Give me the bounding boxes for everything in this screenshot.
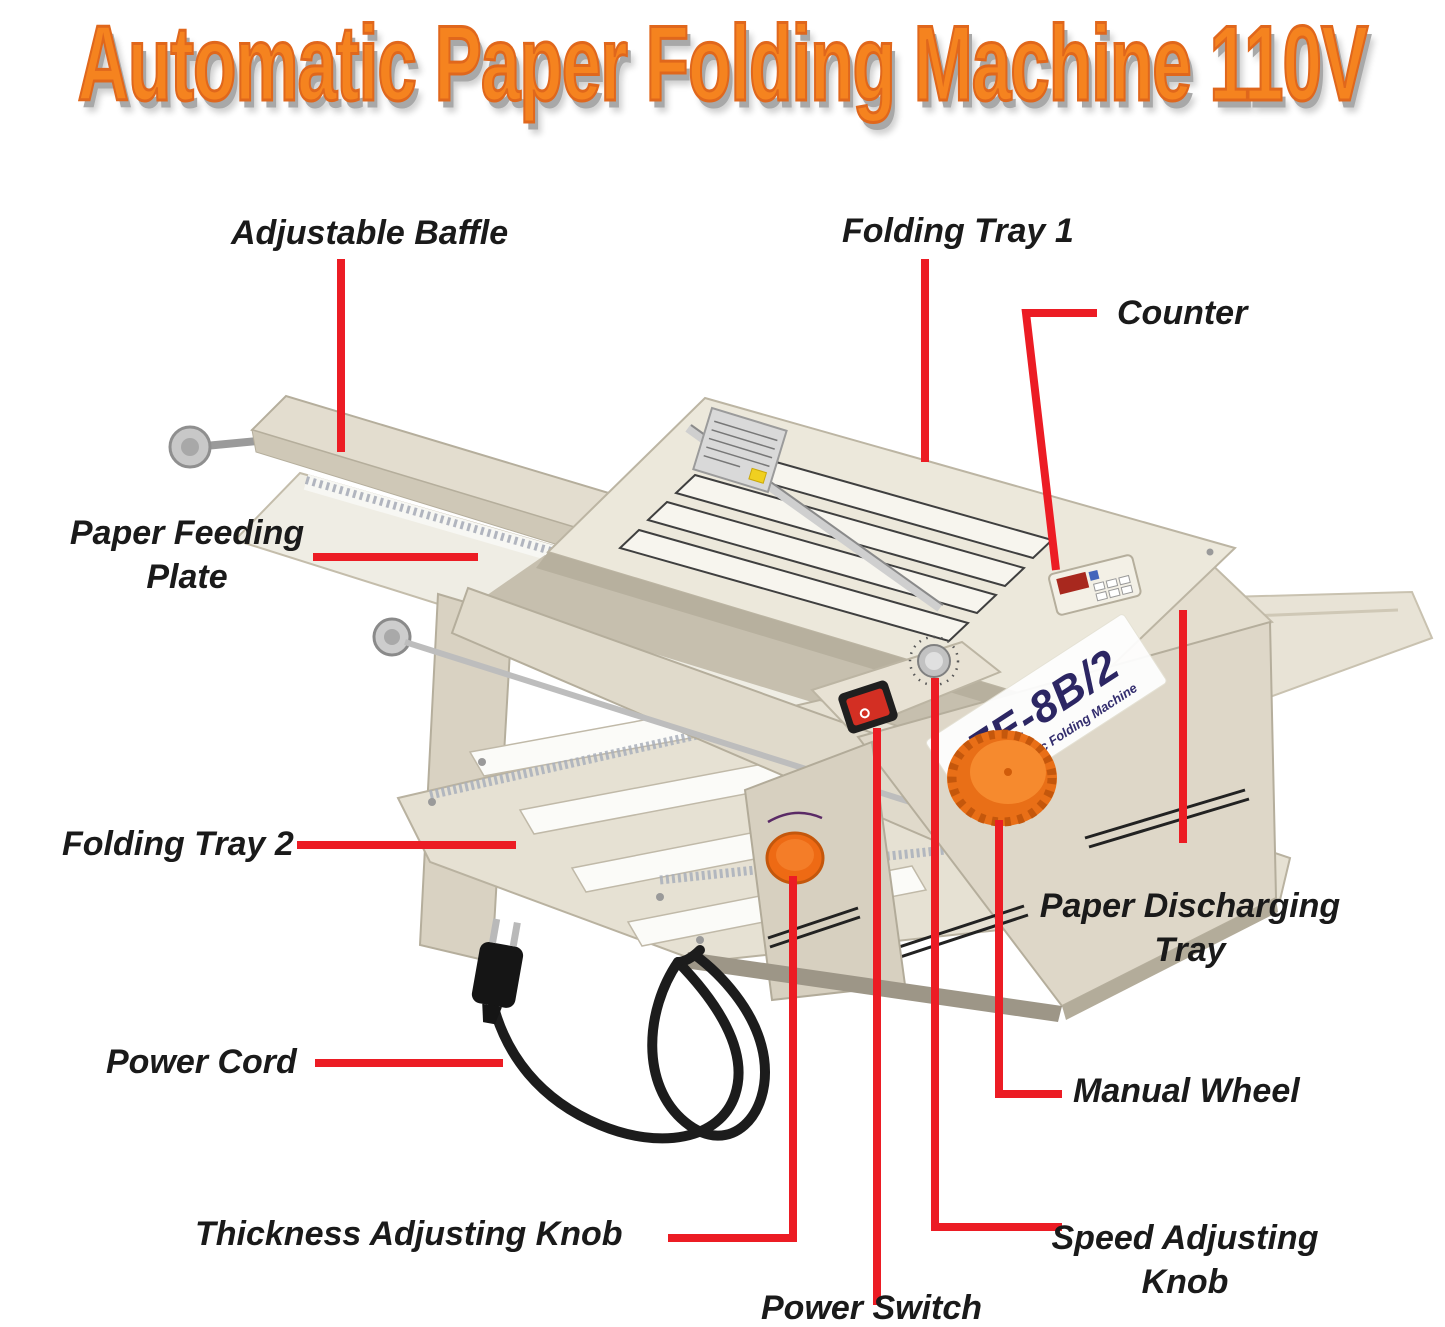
control-panel xyxy=(810,635,1002,734)
callout-line-thickness-knob xyxy=(668,876,797,1242)
page-title: Automatic Paper Folding Machine 110V xyxy=(77,4,1370,126)
thickness-module xyxy=(684,740,1062,1022)
callout-line-manual-wheel xyxy=(995,820,1062,1098)
power-plug xyxy=(471,918,524,1025)
speed-knob-part xyxy=(908,635,960,687)
label-manual-wheel: Manual Wheel xyxy=(1073,1072,1300,1110)
label-adjustable-baffle: Adjustable Baffle xyxy=(231,214,509,252)
counter-part xyxy=(1048,554,1142,616)
adjustable-baffle-part xyxy=(168,394,624,557)
callout-lines xyxy=(297,259,1187,1305)
machine-front-face: ZE-8B/2 Automatic Folding Machine xyxy=(856,614,1278,1020)
callout-line-speed-knob xyxy=(931,678,1062,1231)
label-paper-discharging-tray: Paper Discharging Tray xyxy=(1039,887,1341,970)
callout-line-counter xyxy=(1021,309,1097,571)
power-cord-part xyxy=(471,918,770,1144)
label-paper-feeding-plate: Paper Feeding Plate xyxy=(69,514,305,597)
manual-wheel-part xyxy=(947,729,1057,827)
under-deck-shadow xyxy=(480,555,1068,760)
spec-plate xyxy=(692,406,788,494)
label-folding-tray-1: Folding Tray 1 xyxy=(842,212,1074,250)
label-speed-adjusting-knob: Speed Adjusting Knob xyxy=(1051,1219,1319,1302)
label-power-switch: Power Switch xyxy=(761,1289,983,1327)
counter-display xyxy=(1056,571,1090,595)
power-switch-part xyxy=(838,680,898,734)
label-folding-tray-2: Folding Tray 2 xyxy=(62,825,294,863)
label-thickness-adjusting-knob: Thickness Adjusting Knob xyxy=(195,1215,623,1253)
label-power-cord: Power Cord xyxy=(106,1043,297,1081)
label-counter: Counter xyxy=(1117,294,1248,332)
